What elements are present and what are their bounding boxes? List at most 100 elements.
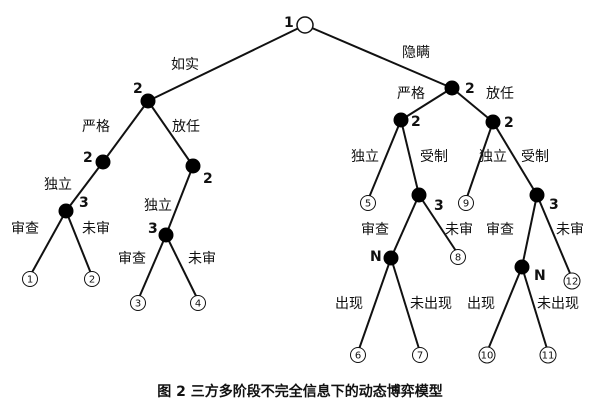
leaf-node: 4 (190, 295, 206, 311)
player-label: 2 (133, 81, 143, 97)
branch-label-truthful: 如实 (171, 57, 199, 73)
player-label: 3 (79, 195, 89, 211)
edge-noappear-1 (390, 257, 421, 353)
branch-label-no-audit: 未审 (556, 222, 584, 238)
node-nature-a (383, 250, 399, 266)
branch-label-no-audit: 未审 (445, 222, 473, 238)
edge-audit-1 (29, 210, 67, 277)
player-label: 2 (504, 115, 514, 131)
edge-audit-4 (521, 194, 538, 268)
node-p2-right-strict (393, 112, 409, 128)
branch-label-audit: 审查 (486, 222, 514, 238)
player-label: 2 (465, 81, 475, 97)
leaf-node: 7 (412, 347, 428, 363)
leaf-node: 10 (478, 346, 496, 364)
node-p3-right-b (529, 187, 545, 203)
edge-root-truthful (147, 24, 306, 102)
edge-noaudit-4 (536, 194, 573, 279)
branch-label-appear: 出现 (335, 296, 363, 312)
node-p2-left-strict (95, 154, 111, 170)
leaf-node: 9 (458, 195, 474, 211)
player-label: 2 (203, 171, 213, 187)
node-p3-left-b (158, 227, 174, 243)
branch-label-independent: 独立 (44, 177, 72, 193)
leaf-number: 10 (481, 351, 494, 362)
node-p3-right-a (411, 187, 427, 203)
node-p2-left-lax (185, 158, 201, 174)
tree-edges (29, 24, 573, 353)
player-label: 3 (549, 197, 559, 213)
branch-label-controlled: 受制 (521, 149, 549, 165)
node-p3-left-a (58, 203, 74, 219)
leaf-number: 11 (542, 351, 555, 362)
branch-label-independent: 独立 (351, 149, 379, 165)
nature-label: N (534, 268, 546, 284)
leaf-number: 9 (463, 199, 469, 210)
decision-nodes (58, 16, 545, 275)
leaf-node: 12 (563, 272, 581, 290)
branch-label-lax: 放任 (172, 119, 200, 135)
branch-label-strict: 严格 (397, 86, 425, 102)
nature-label: N (370, 249, 382, 265)
leaf-number: 7 (417, 351, 423, 362)
node-p2-right-lax (485, 114, 501, 130)
edge-audit-2 (137, 234, 167, 301)
edge-strict-right (400, 87, 453, 121)
edge-ctrl-right-1 (400, 119, 420, 196)
branch-label-conceal: 隐瞒 (402, 45, 430, 61)
edge-indep-right-1 (367, 119, 402, 201)
edge-ctrl-right-2 (492, 121, 538, 196)
node-nature-b (514, 259, 530, 275)
root-player-label: 1 (284, 15, 294, 31)
player-label: 3 (148, 221, 158, 237)
node-p2-right (444, 80, 460, 96)
edge-appear-2 (486, 266, 523, 353)
leaf-number: 1 (27, 275, 33, 286)
branch-label-controlled: 受制 (420, 149, 448, 165)
edge-indep-left-2 (165, 165, 194, 236)
branch-label-not-appear: 未出现 (410, 296, 452, 312)
player-label: 3 (434, 198, 444, 214)
leaf-number: 3 (135, 299, 141, 310)
branch-label-no-audit: 未审 (82, 221, 110, 237)
edge-noappear-2 (521, 266, 549, 353)
edge-indep-right-2 (465, 121, 494, 201)
branch-label-audit: 审查 (118, 251, 146, 267)
leaf-node: 3 (130, 295, 146, 311)
edge-noaudit-3 (418, 194, 459, 255)
figure-caption: 图 2 三方多阶段不完全信息下的动态博弈模型 (157, 383, 443, 400)
edge-lax-left (147, 100, 194, 167)
leaf-node: 5 (360, 195, 376, 211)
edge-audit-3 (390, 194, 420, 259)
edge-indep-left (65, 161, 104, 212)
branch-label-audit: 审查 (361, 222, 389, 238)
branch-label-strict: 严格 (82, 119, 110, 135)
edge-noaudit-1 (65, 210, 93, 277)
leaf-number: 6 (355, 351, 361, 362)
terminal-nodes: 1 2 3 4 5 6 7 8 (22, 195, 581, 364)
branch-label-audit: 审查 (11, 221, 39, 237)
player-label: 2 (411, 114, 421, 130)
leaf-number: 2 (89, 275, 95, 286)
branch-label-independent: 独立 (479, 149, 507, 165)
branch-label-no-audit: 未审 (188, 251, 216, 267)
branch-label-independent: 独立 (144, 198, 172, 214)
edge-appear-1 (357, 257, 392, 353)
branch-labels: 如实 隐瞒 严格 放任 独立 独立 审查 未审 审查 未审 严格 放任 独立 受… (11, 45, 584, 312)
edge-lax-right (451, 87, 494, 123)
player-labels: 1 2 2 2 3 3 2 2 2 3 3 N N (79, 15, 559, 284)
leaf-number: 8 (455, 253, 461, 264)
edge-strict-left (102, 100, 149, 163)
leaf-number: 12 (566, 277, 579, 288)
branch-label-not-appear: 未出现 (537, 296, 579, 312)
player-label: 2 (83, 150, 93, 166)
leaf-node: 11 (539, 346, 557, 364)
leaf-node: 2 (84, 271, 100, 287)
leaf-node: 6 (350, 347, 366, 363)
root-node (296, 16, 314, 34)
leaf-number: 5 (365, 199, 371, 210)
branch-label-lax: 放任 (486, 86, 514, 102)
leaf-number: 4 (195, 299, 201, 310)
branch-label-appear: 出现 (467, 296, 495, 312)
